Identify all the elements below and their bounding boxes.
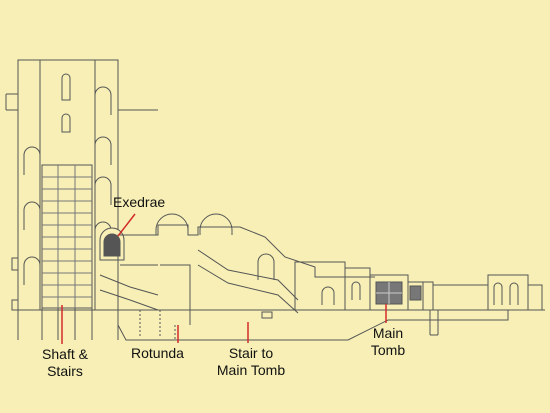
- label-exedrae: Exedrae: [113, 194, 166, 210]
- right-chambers: [294, 261, 543, 336]
- tower: [11, 59, 119, 311]
- label-pointers: [61, 213, 387, 344]
- label-stair-to-main-tomb: Stair to Main Tomb: [216, 345, 286, 378]
- shaft-base: [17, 308, 119, 340]
- rotunda-block: [99, 213, 375, 340]
- label-main-tomb: Main Tomb: [370, 325, 406, 358]
- label-rotunda: Rotunda: [131, 345, 184, 361]
- ground-lines: [5, 93, 158, 111]
- base-line: [117, 309, 545, 341]
- pointer-exedrae: [117, 213, 136, 237]
- label-shaft-stairs: Shaft & Stairs: [42, 346, 88, 379]
- shaft-masonry: [41, 164, 93, 309]
